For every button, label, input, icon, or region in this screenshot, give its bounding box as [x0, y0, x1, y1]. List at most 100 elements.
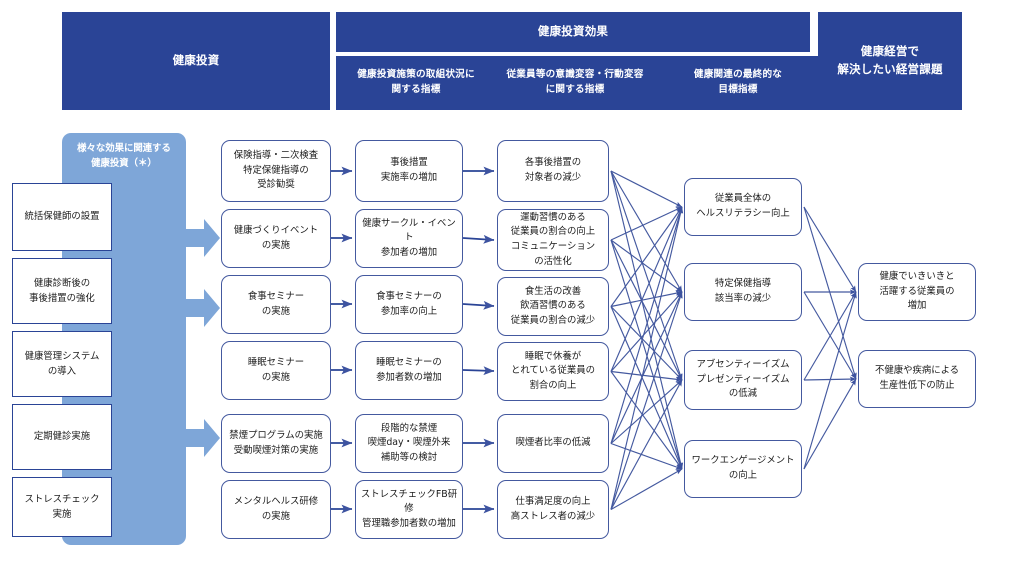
col1-box-0[interactable]: 保険指導・二次検査特定保健指導の受診勧奨: [221, 140, 331, 202]
connector: [610, 291, 683, 372]
col2-box-1[interactable]: 健康サークル・イベント参加者の増加: [355, 209, 463, 268]
sidebar-item-1-label: 健康診断後の事後措置の強化: [29, 277, 95, 304]
connector: [803, 378, 857, 470]
sidebar-item-0-label: 統括保健師の設置: [24, 211, 100, 223]
connector: [610, 170, 683, 293]
col3-box-2[interactable]: 食生活の改善飲酒習慣のある従業員の割合の減少: [497, 277, 609, 336]
col1-box-4[interactable]: 禁煙プログラムの実施受動喫煙対策の実施: [221, 414, 331, 473]
col3-box-1[interactable]: 運動習慣のある従業員の割合の向上コミュニケーションの活性化: [497, 209, 609, 271]
block-arrow-3: [186, 419, 220, 457]
col3-box-5-label: 仕事満足度の向上高ストレス者の減少: [510, 495, 596, 522]
col1-box-1[interactable]: 健康づくりイベントの実施: [221, 209, 331, 268]
col3-box-5[interactable]: 仕事満足度の向上高ストレス者の減少: [497, 480, 609, 539]
col3-box-1-label: 運動習慣のある従業員の割合の向上コミュニケーションの活性化: [510, 211, 596, 267]
col3-box-3-label: 睡眠で休養がとれている従業員の割合の向上: [510, 350, 596, 391]
mesh-col4-to-col5: [803, 206, 857, 470]
col2-box-2[interactable]: 食事セミナーの参加率の向上: [355, 275, 463, 334]
col2-box-3[interactable]: 睡眠セミナーの参加者数の増加: [355, 341, 463, 400]
connector: [610, 206, 683, 372]
col4-box-1-label: 特定保健指導該当率の減少: [714, 278, 772, 304]
connector: [610, 306, 683, 470]
block-arrow-1: [186, 219, 220, 257]
sidebar-title: 様々な効果に関連する健康投資（＊）: [77, 143, 171, 170]
col2-box-4-label: 段階的な禁煙喫煙day・喫煙外来補助等の検討: [367, 422, 451, 463]
sidebar-item-3-label: 定期健診実施: [33, 431, 91, 443]
header-effect-group: 健康投資効果: [336, 12, 810, 52]
sidebar-item-1[interactable]: 健康診断後の事後措置の強化: [12, 258, 112, 324]
col1-box-1-label: 健康づくりイベントの実施: [233, 224, 319, 251]
connector: [610, 239, 683, 470]
connector: [803, 206, 857, 380]
col5-box-0[interactable]: 健康でいきいきと活躍する従業員の増加: [858, 263, 976, 321]
connector: [610, 370, 683, 382]
col5-box-1-label: 不健康や疾病による生産性低下の防止: [874, 365, 960, 391]
arrows-col2-to-col3: [462, 166, 495, 514]
col3-box-0-label: 各事後措置の対象者の減少: [524, 157, 582, 183]
connector: [610, 170, 684, 470]
col5-box-0-label: 健康でいきいきと活躍する従業員の増加: [879, 271, 955, 312]
connector: [610, 206, 683, 444]
col4-box-0-label: 従業員全体のヘルスリテラシー向上: [696, 193, 790, 219]
connector: [803, 206, 857, 293]
connector: [803, 291, 857, 470]
block-arrow-2: [186, 289, 220, 327]
connector: [610, 306, 683, 381]
col2-box-0[interactable]: 事後措置実施率の増加: [355, 140, 463, 202]
col1-box-3-label: 睡眠セミナーの実施: [247, 356, 305, 383]
header-effect-group-label: 健康投資効果: [537, 24, 609, 39]
col1-box-2-label: 食事セミナーの実施: [247, 290, 305, 317]
col2-box-5[interactable]: ストレスチェックFB研修管理職参加者数の増加: [355, 480, 463, 539]
connector: [610, 170, 683, 381]
connector: [610, 206, 683, 241]
sidebar-item-2-label: 健康管理システムの導入: [24, 350, 100, 377]
connector: [610, 371, 683, 470]
col3-box-4-label: 喫煙者比率の低減: [515, 437, 591, 449]
sidebar-item-4-label: ストレスチェック実施: [24, 493, 100, 520]
col2-box-1-label: 健康サークル・イベント参加者の増加: [362, 217, 456, 258]
header-investment: 健康投資: [62, 12, 330, 110]
header-investment-label: 健康投資: [172, 53, 220, 68]
col3-box-4[interactable]: 喫煙者比率の低減: [497, 414, 609, 473]
header-effect-sub-2-label: 従業員等の意識変容・行動変容に関する指標: [506, 69, 644, 95]
col1-box-5[interactable]: メンタルヘルス研修の実施: [221, 480, 331, 539]
connector: [803, 291, 857, 381]
connector: [610, 442, 683, 470]
col1-box-3[interactable]: 睡眠セミナーの実施: [221, 341, 331, 400]
col4-box-3-label: ワークエンゲージメントの向上: [691, 455, 795, 481]
header-effect-sub-1-label: 健康投資施策の取組状況に関する指標: [357, 69, 475, 95]
col5-box-1[interactable]: 不健康や疾病による生産性低下の防止: [858, 350, 976, 408]
mesh-col3-to-col4: [610, 170, 684, 510]
connector: [803, 291, 857, 380]
col4-box-2[interactable]: アブセンティーイズムプレゼンティーイズムの低減: [684, 350, 802, 410]
connector: [610, 379, 683, 444]
sidebar-item-4[interactable]: ストレスチェック実施: [12, 477, 112, 537]
col3-box-2-label: 食生活の改善飲酒習慣のある従業員の割合の減少: [510, 285, 596, 326]
sidebar-item-0[interactable]: 統括保健師の設置: [12, 183, 112, 251]
arrows-col1-to-col2: [331, 166, 353, 514]
col4-box-1[interactable]: 特定保健指導該当率の減少: [684, 263, 802, 321]
col4-box-3[interactable]: ワークエンゲージメントの向上: [684, 440, 802, 498]
header-effect-sub-2: 従業員等の意識変容・行動変容に関する指標: [489, 56, 661, 110]
sidebar-item-3[interactable]: 定期健診実施: [12, 404, 112, 470]
connector: [610, 468, 683, 510]
connector: [610, 291, 683, 510]
header-effect-sub-3-label: 健康関連の最終的な目標指標: [693, 69, 783, 95]
col2-box-5-label: ストレスチェックFB研修管理職参加者数の増加: [360, 488, 458, 529]
col1-box-2[interactable]: 食事セミナーの実施: [221, 275, 331, 334]
header-effect-sub-3: 健康関連の最終的な目標指標: [654, 56, 822, 110]
header-management-issue-label: 健康経営で解決したい経営課題: [837, 44, 943, 76]
col1-box-5-label: メンタルヘルス研修の実施: [233, 495, 319, 522]
header-effect-sub-1: 健康投資施策の取組状況に関する指標: [336, 56, 496, 110]
col2-box-4[interactable]: 段階的な禁煙喫煙day・喫煙外来補助等の検討: [355, 414, 463, 473]
col2-box-0-label: 事後措置実施率の増加: [380, 157, 438, 183]
connector: [610, 239, 683, 293]
header-management-issue: 健康経営で解決したい経営課題: [818, 12, 962, 110]
col3-box-0[interactable]: 各事後措置の対象者の減少: [497, 140, 609, 202]
col4-box-0[interactable]: 従業員全体のヘルスリテラシー向上: [684, 178, 802, 236]
sidebar-item-2[interactable]: 健康管理システムの導入: [12, 331, 112, 397]
connector: [610, 206, 683, 307]
col3-box-3[interactable]: 睡眠で休養がとれている従業員の割合の向上: [497, 342, 609, 401]
connector: [610, 170, 683, 208]
col2-box-2-label: 食事セミナーの参加率の向上: [376, 290, 442, 317]
